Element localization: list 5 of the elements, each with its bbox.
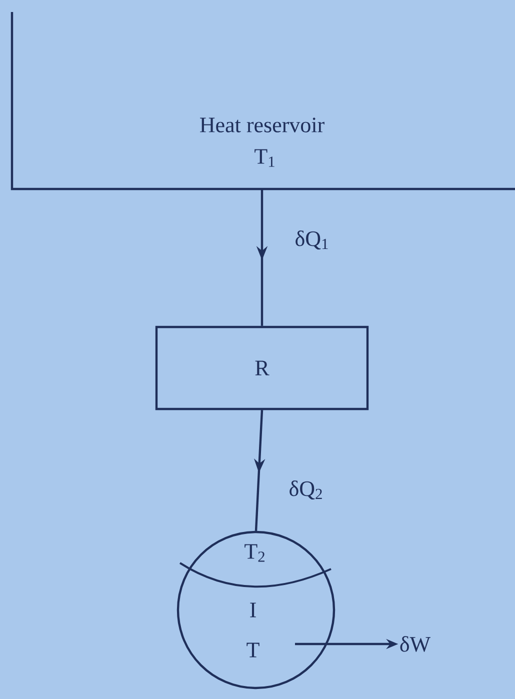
heat-reservoir: Heat reservoir T$_{1}$ (10, 12, 515, 190)
reservoir-box: R (155, 326, 369, 410)
edge-label: δQ$_{2}$ (288, 480, 324, 500)
work-label: δW (400, 636, 431, 652)
edge-label: δQ$_{1}$ (294, 230, 330, 250)
